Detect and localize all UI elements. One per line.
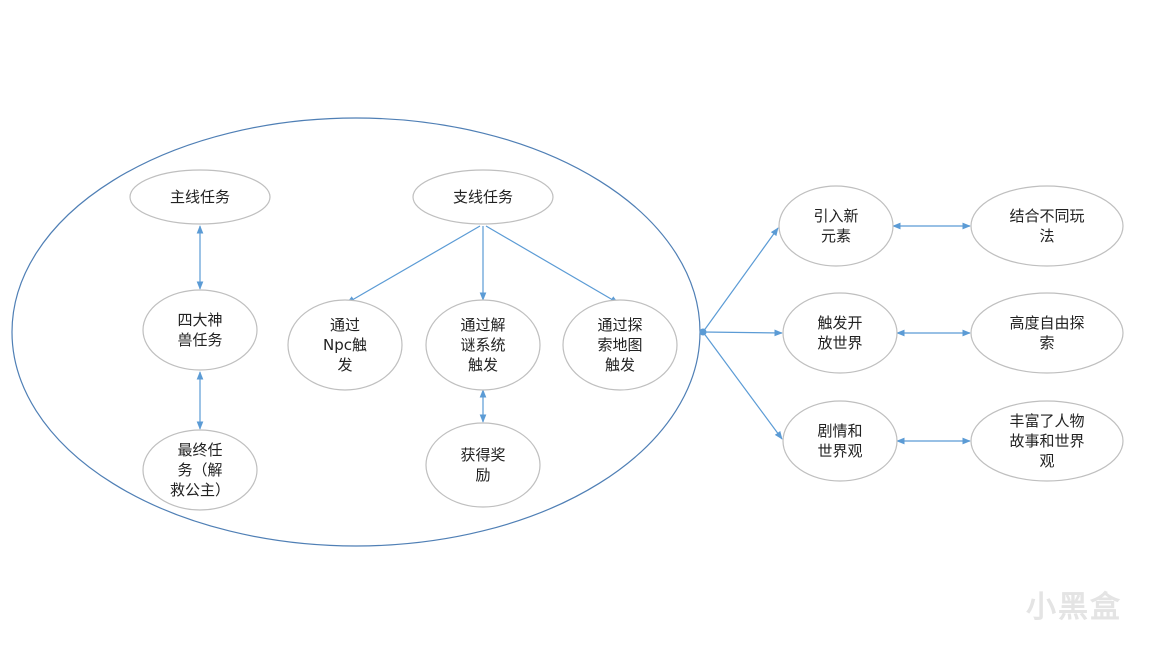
node-label: 兽任务 — [177, 331, 222, 349]
node-label: 励 — [475, 466, 490, 484]
node-label: 通过 — [330, 316, 360, 334]
node-label: 结合不同玩 — [1009, 207, 1084, 225]
node-label: 触发 — [605, 356, 635, 374]
node-label: 救公主） — [170, 481, 230, 499]
node-label: 元素 — [821, 227, 851, 245]
node-label: 主线任务 — [170, 188, 230, 206]
node-label: 触发 — [468, 356, 498, 374]
arrow-connector — [485, 225, 619, 304]
node-label: 谜系统 — [460, 336, 505, 354]
node-ellipse — [142, 429, 258, 511]
arrow-connector — [346, 225, 481, 304]
node-label: 获得奖 — [460, 446, 505, 464]
hub-point — [699, 328, 707, 336]
node-ellipse — [425, 422, 541, 508]
node-label: 故事和世界 — [1009, 432, 1084, 450]
node-label: 通过解 — [460, 316, 505, 334]
node-label: 索 — [1039, 334, 1054, 352]
watermark: 小黑盒 — [1026, 590, 1122, 625]
node-ellipse — [142, 289, 258, 371]
node-label: Npc触 — [323, 336, 367, 354]
node-label: 丰富了人物 — [1009, 412, 1084, 430]
node-ellipse — [425, 299, 541, 391]
node-main: 主线任务 — [129, 169, 271, 225]
arrow-connector — [702, 329, 783, 337]
node-label: 高度自由探 — [1009, 314, 1084, 332]
node-ellipse — [778, 185, 894, 267]
node-label: 引入新 — [813, 207, 858, 225]
node-label: 触发开 — [817, 314, 862, 332]
node-label: 支线任务 — [453, 188, 513, 206]
node-ellipse — [970, 185, 1124, 267]
arrow-connector — [702, 227, 779, 333]
node-label: 务（解 — [177, 461, 222, 479]
node-ellipse — [562, 299, 678, 391]
node-ellipse — [129, 169, 271, 225]
node-ellipse — [782, 292, 898, 374]
node-ellipse — [782, 400, 898, 482]
node-label: 观 — [1039, 452, 1054, 470]
node-label: 最终任 — [177, 441, 222, 459]
node-label: 通过探 — [597, 316, 642, 334]
node-label: 世界观 — [817, 442, 862, 460]
node-label: 索地图 — [597, 336, 642, 354]
arrow-connector — [702, 331, 783, 440]
node-ellipse — [412, 169, 554, 225]
node-ellipse — [970, 292, 1124, 374]
node-label: 四大神 — [177, 311, 222, 329]
node-label: 法 — [1039, 227, 1054, 245]
node-ellipse — [287, 299, 403, 391]
node-label: 发 — [337, 356, 352, 374]
node-label: 剧情和 — [817, 422, 862, 440]
node-ellipse — [970, 400, 1124, 482]
node-label: 放世界 — [817, 334, 862, 352]
node-side: 支线任务 — [412, 169, 554, 225]
